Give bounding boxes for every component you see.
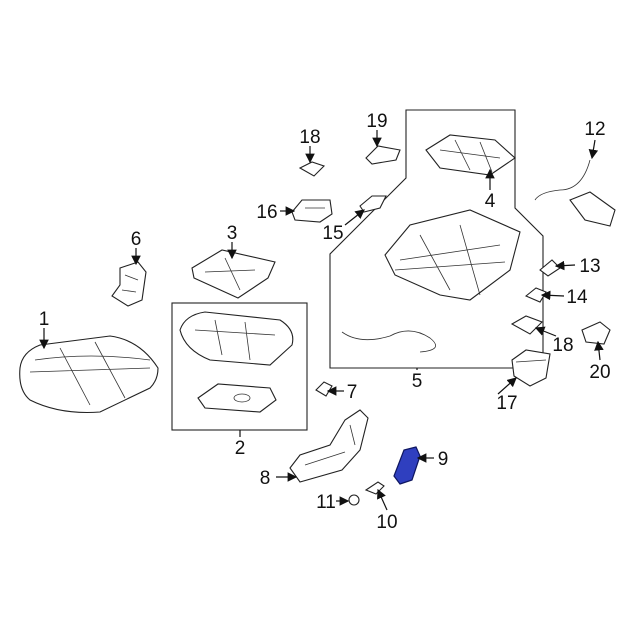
part-17[interactable] [511, 349, 551, 387]
part-18-top[interactable] [298, 161, 326, 177]
leader-lines [39, 130, 604, 511]
part-3[interactable] [191, 249, 276, 299]
part-1-cushion[interactable] [19, 335, 159, 413]
callout-6[interactable]: 6 [131, 229, 142, 250]
part-11[interactable] [348, 494, 360, 506]
callout-16[interactable]: 16 [256, 202, 277, 223]
part-2-pad[interactable] [179, 311, 294, 366]
part-2-panel[interactable] [197, 383, 277, 413]
part-6[interactable] [111, 261, 147, 307]
callout-5[interactable]: 5 [412, 371, 423, 392]
seat-frame[interactable] [384, 209, 521, 301]
part-5-cable[interactable] [341, 330, 437, 353]
callout-18-right[interactable]: 18 [552, 335, 573, 356]
part-7[interactable] [315, 381, 333, 397]
part-16[interactable] [291, 199, 333, 223]
part-18-right[interactable] [510, 315, 543, 335]
callout-19[interactable]: 19 [366, 111, 387, 132]
callout-18-top[interactable]: 18 [299, 127, 320, 148]
callout-3[interactable]: 3 [227, 223, 238, 244]
callout-1[interactable]: 1 [39, 309, 50, 330]
callout-10[interactable]: 10 [376, 512, 397, 533]
part-8[interactable] [289, 409, 369, 483]
callout-13[interactable]: 13 [579, 256, 600, 277]
callout-12[interactable]: 12 [584, 119, 605, 140]
part-4-track[interactable] [425, 134, 516, 176]
callout-14[interactable]: 14 [566, 287, 588, 308]
callout-4[interactable]: 4 [485, 191, 496, 212]
part-9-highlighted[interactable] [393, 446, 421, 485]
callout-15[interactable]: 15 [322, 223, 343, 244]
callout-11[interactable]: 11 [316, 492, 336, 513]
part-19[interactable] [365, 145, 401, 165]
part-10[interactable] [364, 481, 385, 495]
callout-7[interactable]: 7 [347, 382, 358, 403]
callout-8[interactable]: 8 [260, 468, 271, 489]
callout-17[interactable]: 17 [496, 393, 517, 414]
part-15[interactable] [359, 195, 387, 213]
part-12[interactable] [534, 159, 616, 227]
callout-9[interactable]: 9 [438, 449, 449, 470]
callout-2[interactable]: 2 [235, 438, 246, 459]
callout-20[interactable]: 20 [589, 362, 610, 383]
part-20[interactable] [581, 321, 611, 345]
